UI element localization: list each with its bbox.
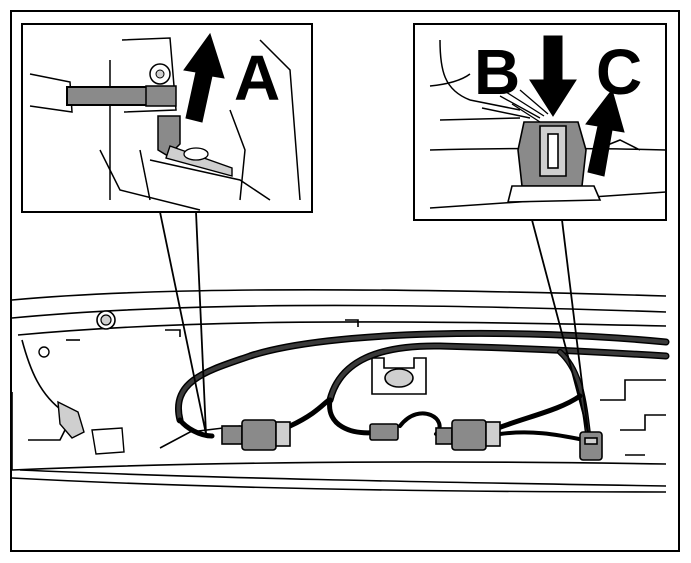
mounting-hole [38,346,50,358]
trim-panel [11,288,667,493]
arrow-up-icon [585,88,625,177]
bolt-head [96,310,116,330]
arrow-up-icon [183,32,225,123]
wire-harness [175,329,670,442]
arrow-down-icon [529,35,577,117]
callout-c: C [596,36,642,108]
center-bracket [371,357,427,395]
inset-a: A [21,23,313,213]
connector-mid [369,423,399,441]
connector-right [435,419,501,451]
harness-clip [57,400,125,455]
leader-lines [159,211,589,435]
inset-bc-connector [506,121,602,203]
callout-b: B [474,36,520,108]
inset-bc: B C [413,23,667,221]
connector-a-lower [221,419,291,451]
connector-c-lower [579,431,603,461]
callout-a: A [234,42,280,114]
